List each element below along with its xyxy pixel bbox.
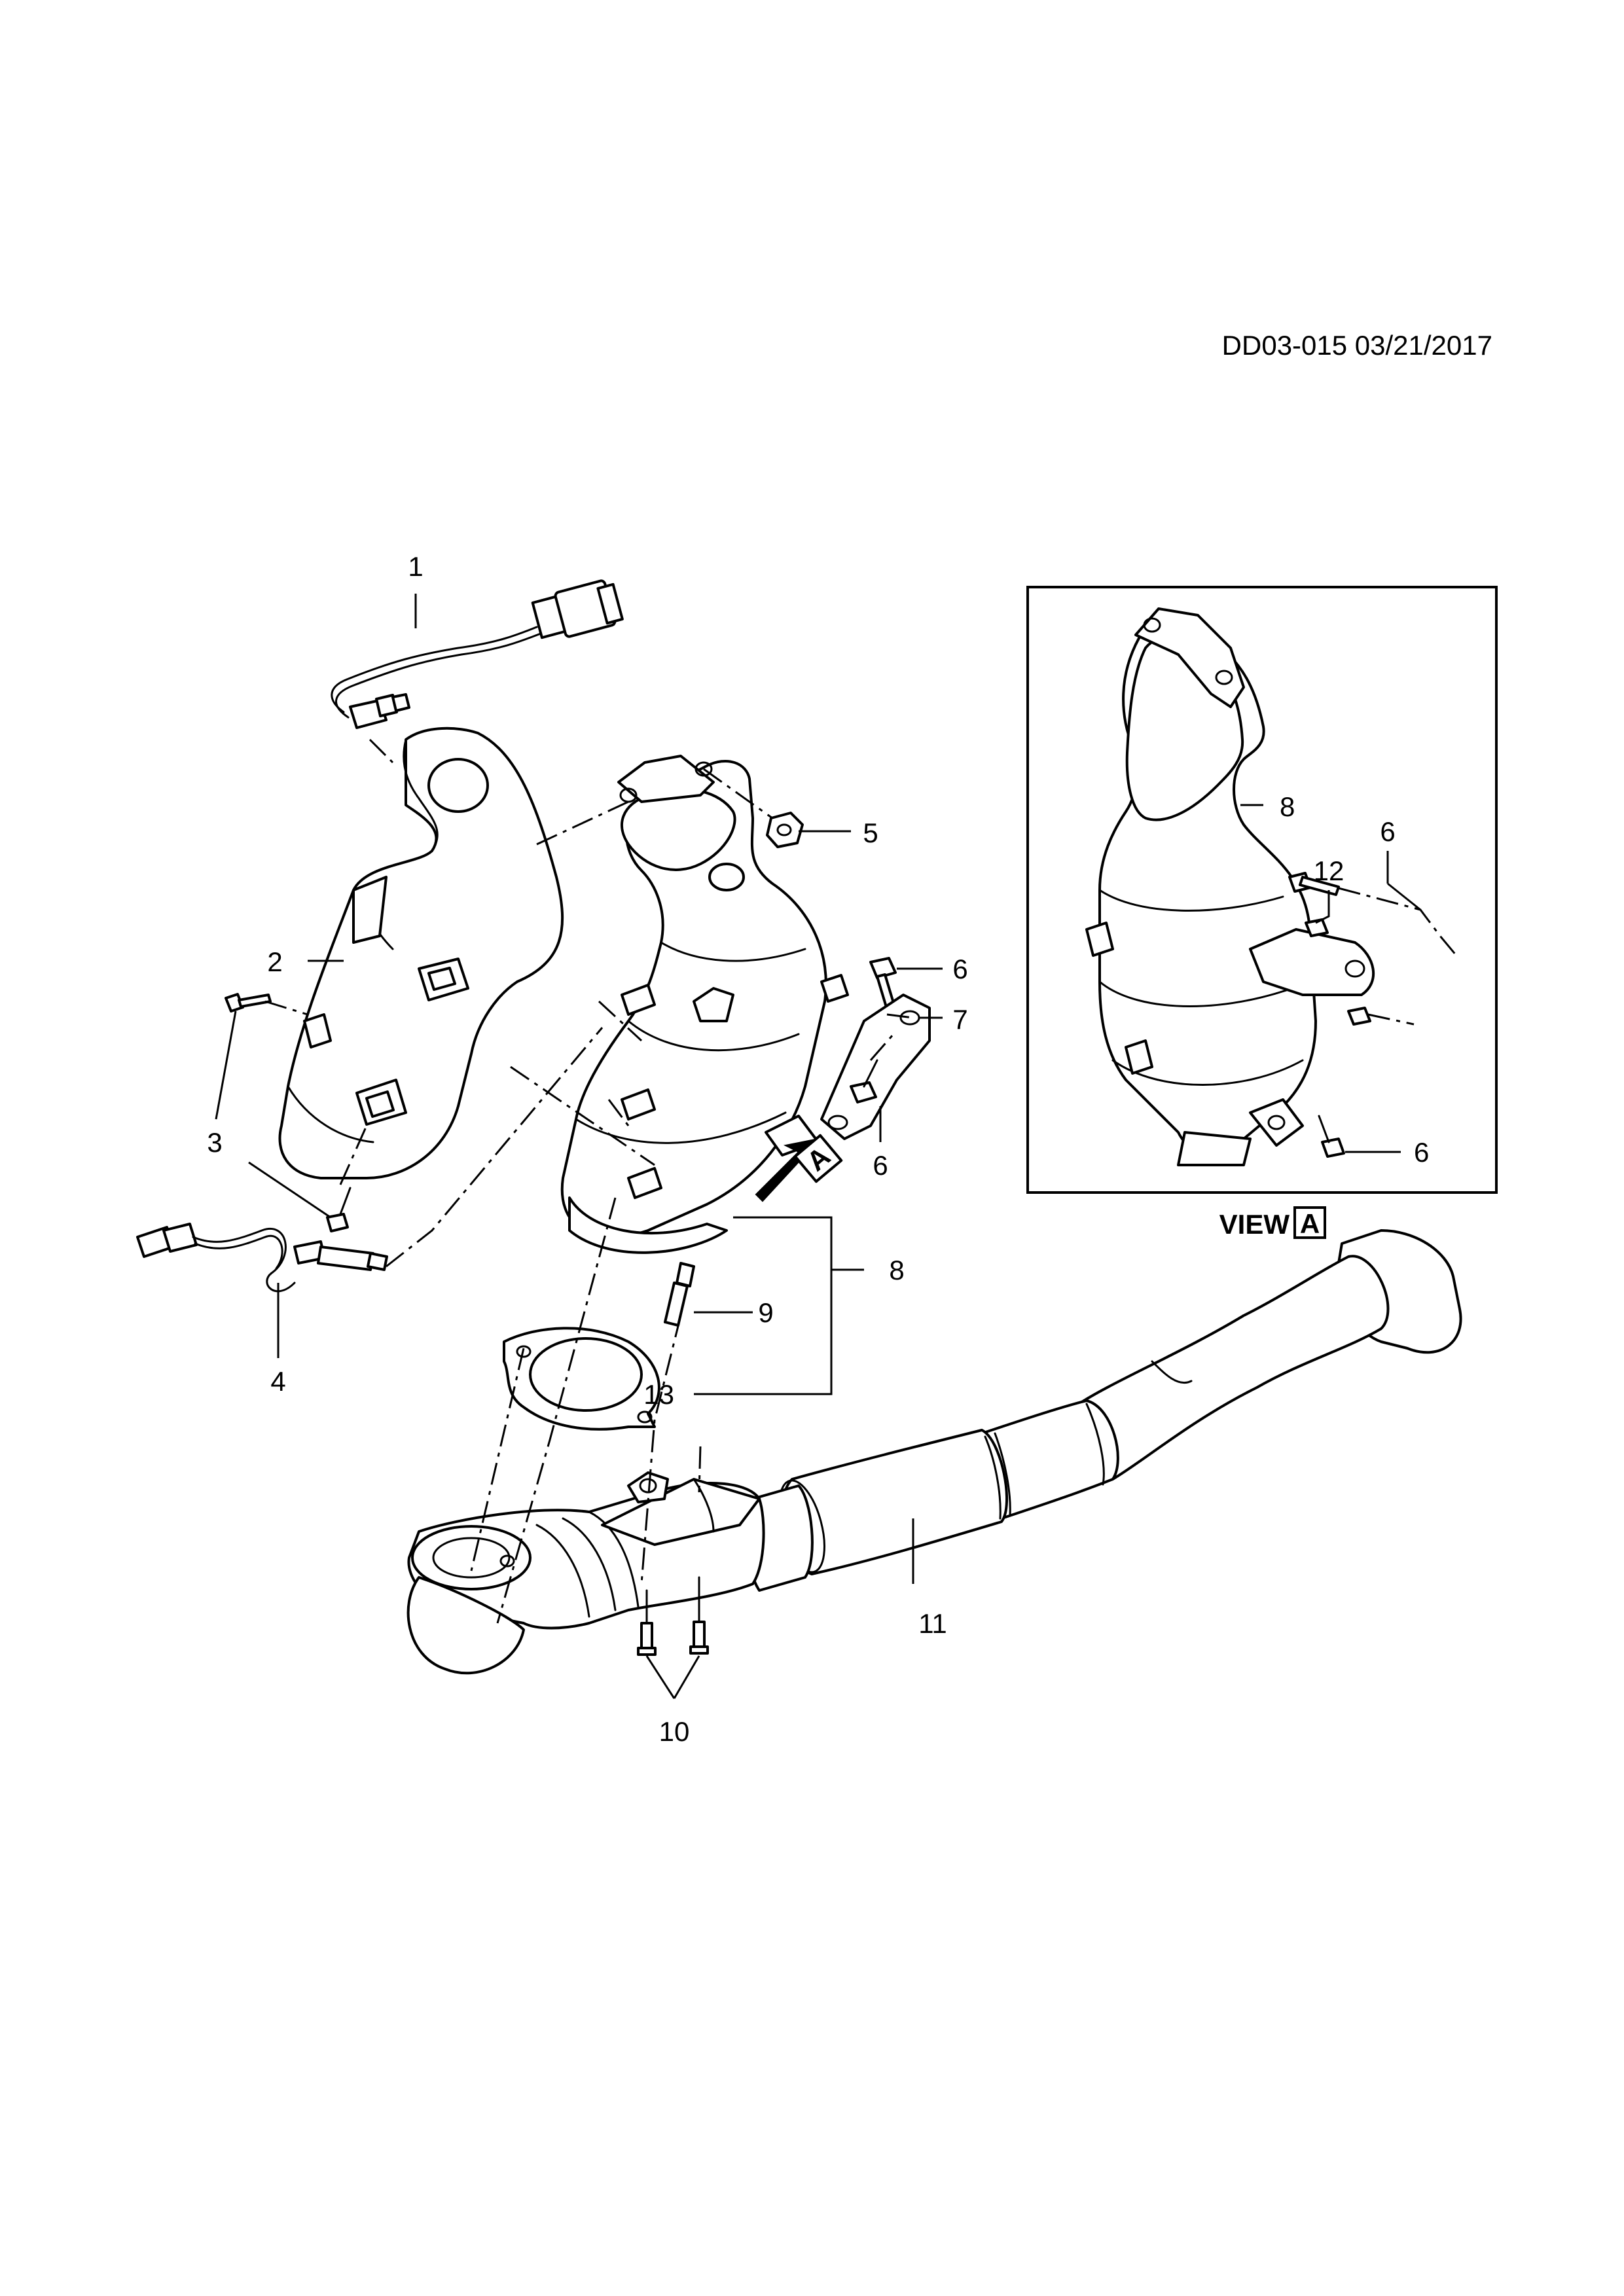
callout-11: 11 (918, 1608, 947, 1639)
view-a-inset: 8 6 12 6 (1026, 586, 1498, 1194)
callout-6-lower: 6 (873, 1150, 888, 1181)
bracket-bolt-lower (850, 1059, 878, 1103)
leader-lines (215, 594, 943, 1699)
upper-oxygen-sensor (331, 579, 624, 729)
callout-9: 9 (758, 1297, 773, 1328)
callout-1: 1 (408, 551, 423, 582)
front-exhaust-pipe (406, 1229, 1462, 1675)
callouts-main-view: 1 2 3 4 5 6 7 6 8 9 13 11 10 (207, 551, 967, 1747)
view-a-title: VIEW A (1219, 1206, 1326, 1240)
callout-2: 2 (267, 946, 282, 977)
view-a-title-marker: A (1300, 1208, 1320, 1239)
lower-oxygen-sensor (136, 1223, 388, 1293)
view-callout-12: 12 (1314, 855, 1344, 886)
exhaust-pipe-bolts (637, 1576, 709, 1656)
callout-7: 7 (952, 1004, 967, 1035)
view-callout-6-lower: 6 (1414, 1137, 1429, 1168)
flange-nut (766, 812, 804, 848)
callout-10: 10 (659, 1716, 690, 1747)
callout-8: 8 (889, 1255, 904, 1285)
view-callout-6-upper: 6 (1380, 816, 1395, 847)
callout-13: 13 (643, 1379, 674, 1410)
heat-shield-bolt-lower (326, 1187, 352, 1232)
catalytic-converter (560, 755, 849, 1254)
support-bracket (820, 994, 931, 1140)
callout-6-upper: 6 (952, 954, 967, 984)
view-a-title-box (1293, 1206, 1326, 1239)
callout-4: 4 (270, 1366, 285, 1397)
assembly-lines (264, 738, 914, 1624)
flange-gasket (503, 1327, 660, 1431)
view-a-arrow: A (755, 1134, 843, 1202)
view-callout-8: 8 (1280, 791, 1295, 822)
callout-3: 3 (207, 1127, 222, 1158)
drawing-reference: DD03-015 03/21/2017 (1222, 330, 1492, 361)
flange-stud (664, 1262, 695, 1327)
heat-shield (278, 726, 564, 1179)
view-a-title-text: VIEW (1219, 1209, 1290, 1240)
callout-5: 5 (863, 817, 878, 848)
heat-shield-bolt-upper (225, 993, 272, 1013)
